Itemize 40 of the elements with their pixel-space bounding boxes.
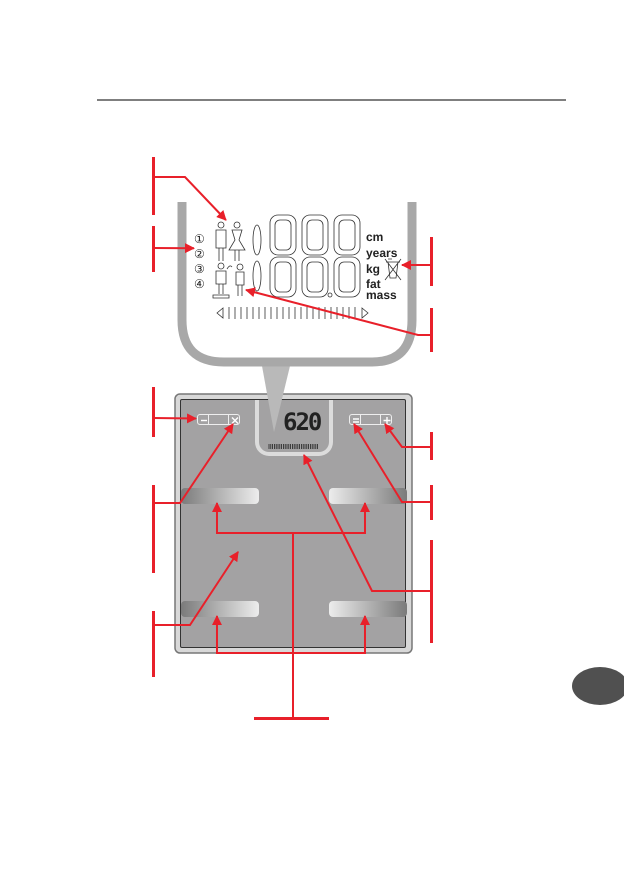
leader-line [353,423,432,503]
leader-line [401,260,432,270]
label-bracket [152,611,154,677]
label-bracket [152,387,154,437]
weight-readout: 620 [283,410,320,434]
unit-label: cm [366,231,384,243]
leader-line [153,551,239,626]
electrode-pad [329,601,407,617]
label-bracket [430,485,432,520]
label-bracket [152,485,154,573]
leader-line [153,243,195,254]
unit-label: fat mass [366,279,398,302]
label-bracket [254,717,329,720]
clear-key [228,414,240,425]
label-bracket [430,432,432,460]
leader-line [153,423,234,504]
label-bracket [152,226,154,272]
electrode-pad [181,488,259,504]
label-bracket [430,237,432,286]
minus-key [197,414,209,425]
adult-figures-icon [213,220,247,263]
user-number: ② [194,247,206,262]
scale-platform [180,399,406,648]
leader-line [153,176,227,221]
electrode-pad [181,601,259,617]
label-bracket [430,540,432,643]
electrode-pad [329,488,407,504]
user-number: ① [194,232,206,247]
leader-line [245,287,432,336]
child-figure-icon [234,263,246,298]
label-bracket [430,308,432,352]
unit-label: years [366,247,398,259]
label-bracket [152,157,154,215]
plus-key [380,414,392,425]
leader-line [153,413,197,424]
mode-key [349,414,361,425]
user-number: ④ [194,277,206,292]
leader-line [384,423,432,448]
leader-line [303,454,432,592]
user-number: ③ [194,262,206,277]
